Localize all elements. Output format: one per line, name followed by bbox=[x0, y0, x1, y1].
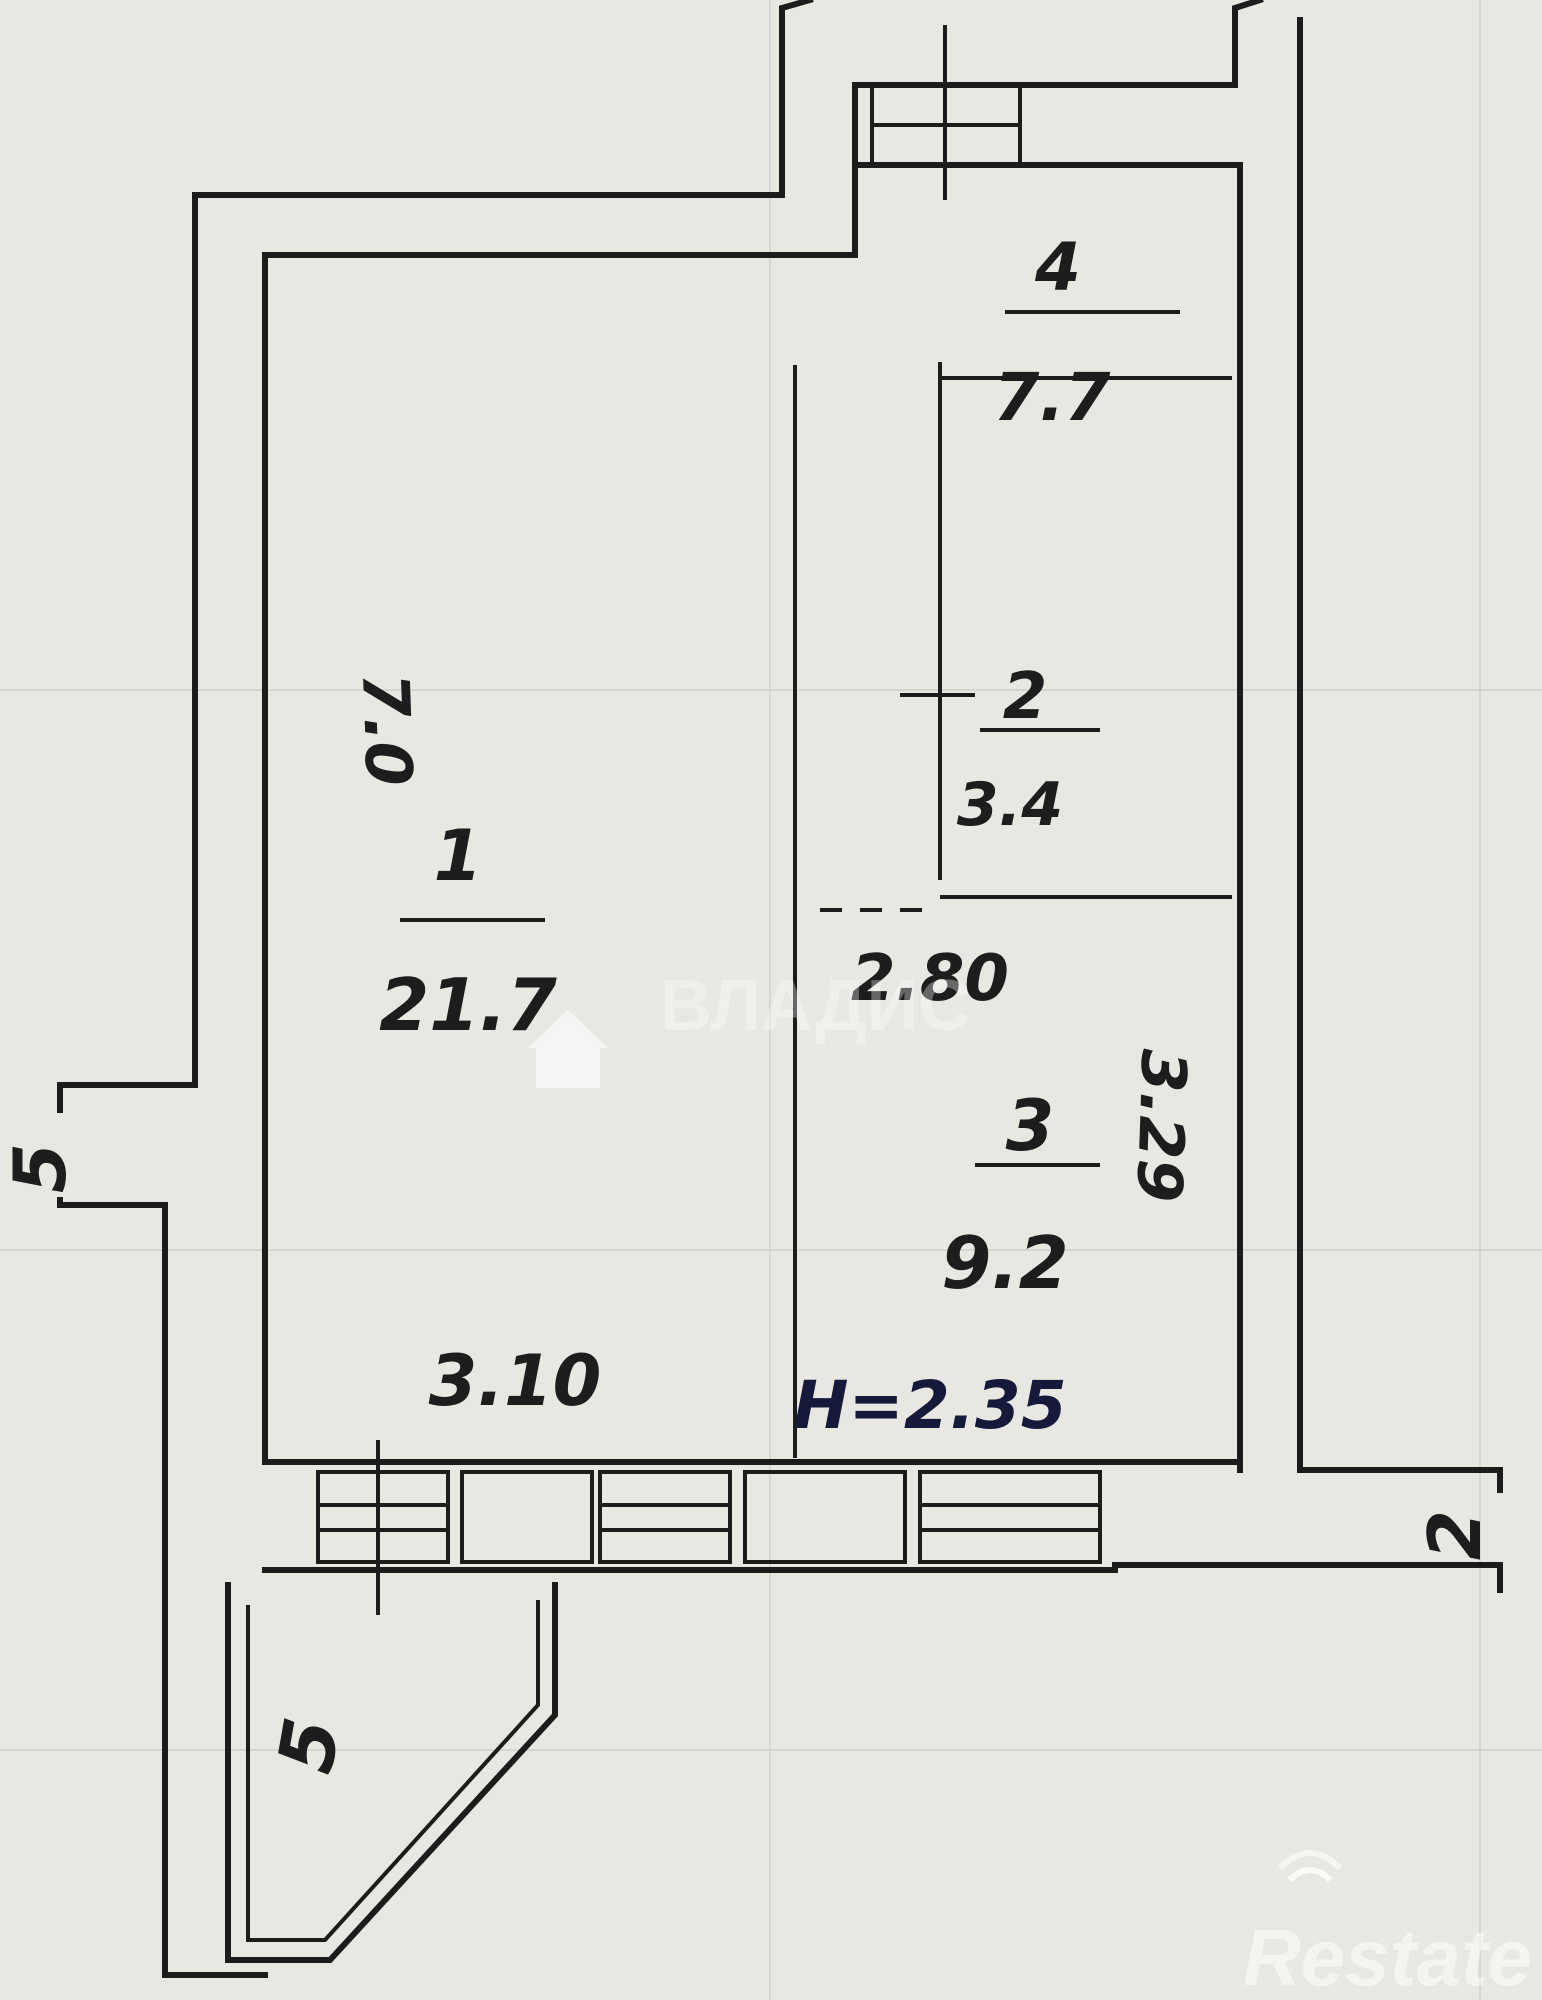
room3-area: 9.2 bbox=[941, 1221, 1069, 1305]
window-2 bbox=[598, 1470, 732, 1564]
left-break bbox=[57, 1082, 198, 1208]
room1-number: 1 bbox=[434, 815, 483, 897]
room1-width-dim: 3.10 bbox=[429, 1340, 602, 1422]
window-pier bbox=[460, 1470, 594, 1564]
exterior-label-right: 2 bbox=[1413, 1510, 1497, 1560]
balcony bbox=[225, 1582, 558, 1963]
room5-number: 5 bbox=[260, 1712, 357, 1780]
outer-wall-left bbox=[192, 0, 814, 198]
room4-area: 7.7 bbox=[994, 359, 1111, 436]
signal-icon bbox=[1287, 1867, 1333, 1883]
room1-length-dim: 7.0 bbox=[347, 671, 425, 787]
ceiling-height: H=2.35 bbox=[793, 1367, 1066, 1444]
room3-number: 3 bbox=[1006, 1085, 1055, 1167]
outer-wall-left-lower bbox=[162, 1202, 268, 1978]
room3-width-dim: 2.80 bbox=[851, 942, 1009, 1016]
inner-wall-top-left bbox=[262, 162, 1243, 1473]
window-3 bbox=[918, 1470, 1102, 1564]
room2-area: 3.4 bbox=[957, 770, 1063, 840]
watermark-vladis: ВЛАДИС bbox=[660, 966, 970, 1046]
exterior-label-left: 5 bbox=[0, 1143, 82, 1193]
outer-wall-right bbox=[1297, 17, 1503, 1473]
corner-watermark: Restate bbox=[1243, 1850, 1532, 2000]
room4-number: 4 bbox=[1034, 229, 1081, 306]
room1-area: 21.7 bbox=[379, 963, 557, 1047]
center-watermark: ВЛАДИС bbox=[528, 966, 970, 1088]
entrance-top bbox=[852, 0, 1264, 168]
window-1 bbox=[316, 1470, 450, 1564]
room2-number: 2 bbox=[1003, 660, 1048, 734]
facade-pier bbox=[743, 1470, 907, 1564]
partitions bbox=[793, 362, 1232, 1458]
outer-walls bbox=[162, 0, 1503, 1978]
room3-length-dim: 3.29 bbox=[1122, 1048, 1200, 1203]
fraction-lines bbox=[400, 310, 1180, 1167]
watermark-restate: Restate bbox=[1243, 1913, 1532, 2000]
facade-wall bbox=[262, 1440, 1243, 1615]
right-break bbox=[1112, 1467, 1503, 1593]
house-logo-icon bbox=[528, 1010, 608, 1088]
